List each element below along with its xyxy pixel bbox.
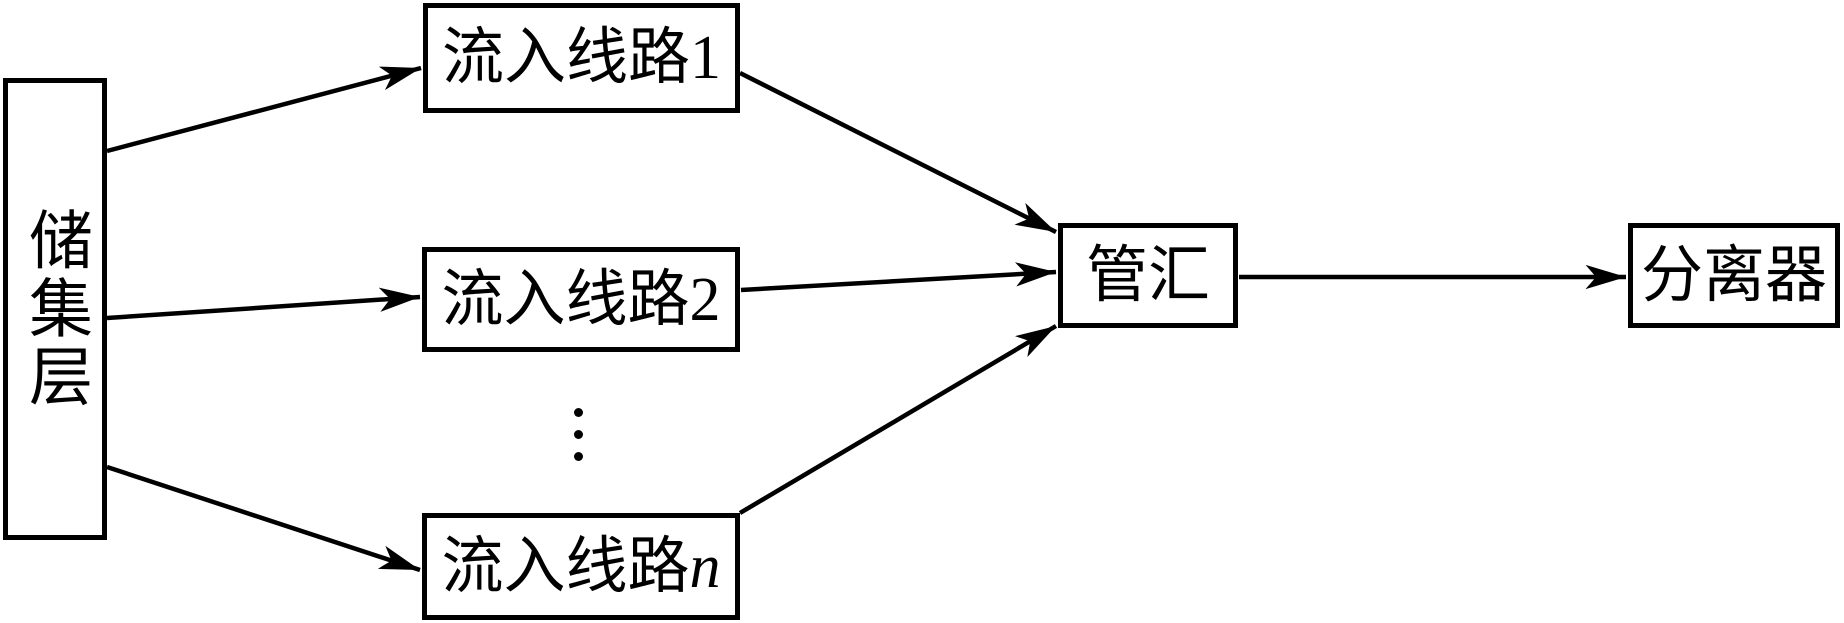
- node-reservoir-label: 储集层: [20, 207, 91, 411]
- edge-inflow-line-2-to-manifold: [740, 262, 1057, 293]
- edge-reservoir-to-inflow-line-1: [106, 65, 422, 154]
- node-inflow-line-2-index: 2: [689, 265, 721, 334]
- node-inflow-line-n-index: n: [689, 532, 721, 601]
- edge-reservoir-to-inflow-line-2: [106, 287, 421, 321]
- ellipsis-dot: [573, 408, 583, 417]
- node-inflow-line-n-label: 流入线路: [441, 532, 690, 601]
- node-inflow-line-1-label: 流入线路: [441, 24, 690, 92]
- vertical-ellipsis: [573, 408, 583, 461]
- node-inflow-line-2-label: 流入线路: [441, 265, 690, 334]
- node-manifold-label: 管汇: [1085, 241, 1210, 310]
- ellipsis-dot: [573, 430, 583, 439]
- node-separator-label: 分离器: [1640, 241, 1827, 310]
- edge-inflow-line-n-to-manifold: [738, 324, 1058, 515]
- node-inflow-line-1-index: 1: [690, 24, 721, 92]
- node-separator: 分离器: [1628, 223, 1840, 328]
- node-manifold: 管汇: [1058, 223, 1238, 328]
- edge-reservoir-to-inflow-line-n: [106, 464, 421, 573]
- edge-inflow-line-1-to-manifold: [738, 70, 1058, 235]
- node-reservoir: 储集层: [3, 78, 107, 540]
- ellipsis-dot: [573, 452, 583, 461]
